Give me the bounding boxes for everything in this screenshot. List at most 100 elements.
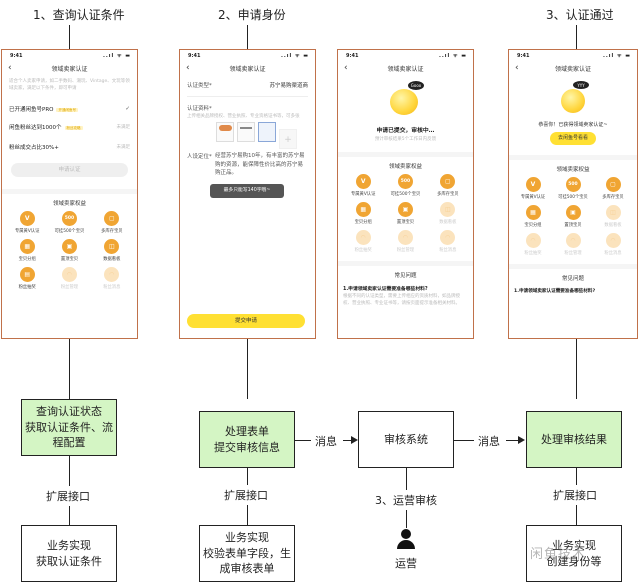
faq-question[interactable]: 1.申请领域卖家认证需要准备哪些材料?	[343, 287, 428, 292]
add-image-icon[interactable]: +	[279, 129, 297, 149]
perk-item[interactable]: ◠粉丝消息	[593, 233, 633, 256]
phone-screen-approved: 9:41..ıl ᯤ ▬ ‹ 领域卖家认证 YYY 恭喜你！已获得领域卖家认证~…	[508, 49, 638, 339]
faq-question[interactable]: 1.申请领域卖家认证需要准备哪些材料?	[514, 289, 596, 294]
perk-icon: ◫	[440, 202, 456, 217]
perk-item[interactable]: ▣置顶宝贝	[48, 238, 90, 262]
perk-item[interactable]: ◠粉丝抽奖	[342, 230, 384, 253]
condition-tag[interactable]: 粉丝攻略	[64, 125, 83, 130]
back-icon[interactable]: ‹	[515, 63, 519, 73]
perk-label: 粉丝管理	[564, 251, 582, 256]
impl-box-query: 业务实现获取认证条件	[21, 525, 117, 582]
cert-type-field[interactable]: 认证类型* 苏宁易购渠道商	[180, 77, 315, 93]
perk-item[interactable]: ◠粉丝管理	[553, 233, 593, 256]
perk-item[interactable]: ▦ 宝贝分组	[342, 202, 384, 225]
perk-item[interactable]: ▦宝贝分组	[6, 238, 48, 262]
ext-interface-label: 扩展接口	[553, 485, 597, 505]
perk-icon: ▦	[355, 202, 371, 217]
mascot-icon	[390, 89, 418, 115]
perk-item[interactable]: ▣置顶宝贝	[384, 202, 426, 225]
perk-item[interactable]: ◠粉丝抽奖	[513, 233, 553, 256]
perk-item[interactable]: ◠粉丝管理	[384, 230, 426, 253]
back-icon[interactable]: ‹	[186, 63, 190, 73]
perk-item[interactable]: ▢多库存宝贝	[427, 174, 469, 197]
perk-icon: 500	[397, 174, 413, 189]
perk-item[interactable]: ◫数据看板	[91, 238, 133, 262]
perk-item[interactable]: ◫数据看板	[427, 202, 469, 225]
perk-item[interactable]: ◠粉丝消息	[427, 230, 469, 253]
perk-icon: 500	[61, 210, 77, 226]
go-profile-button[interactable]: 去闲鱼号看看	[550, 132, 596, 145]
ext-interface-label: 扩展接口	[224, 485, 268, 505]
connector	[247, 339, 248, 399]
perk-item[interactable]: ▣置顶宝贝	[553, 205, 593, 228]
perk-label: 专属黄V认证	[14, 228, 40, 234]
condition-row: 粉丝成交占比30%+ 未满足	[9, 144, 130, 151]
back-icon[interactable]: ‹	[8, 63, 12, 73]
uploaded-image[interactable]	[258, 122, 276, 142]
step-title-2: 2、申请身份	[218, 8, 286, 22]
back-icon[interactable]: ‹	[344, 63, 348, 73]
cert-type-value[interactable]: 苏宁易购渠道商	[269, 83, 308, 89]
speech-bubble: Gooo	[408, 81, 424, 90]
perk-label: 粉丝抽奖	[18, 284, 36, 290]
perk-label: 专属黄V认证	[350, 192, 376, 197]
phone-screen-query: 9:41..ıl ᯤ ▬ ‹ 领域卖家认证 适合个人卖家申请，如二手数码、潮玩、…	[1, 49, 138, 339]
perk-label: 宝贝分组	[18, 256, 36, 262]
perk-icon: ▦	[525, 205, 541, 220]
perk-label: 可挂500个宝贝	[54, 228, 85, 234]
cert-type-label: 认证类型*	[187, 83, 212, 89]
message-label: 消息	[478, 431, 500, 451]
perks-title: 领域卖家权益	[52, 200, 86, 207]
ops-review-label: 3、运营审核	[375, 490, 437, 510]
position-field[interactable]: 人设定位* 经营苏宁易购10年，有丰富的苏宁易购的资源，能保障性价比高的苏宁易购…	[180, 146, 315, 178]
perk-item[interactable]: V 专属黄V认证	[342, 174, 384, 197]
perk-icon: ◠	[397, 230, 413, 245]
perk-icon: ◠	[355, 230, 371, 245]
divider	[187, 96, 308, 97]
step-title-1: 1、查询认证条件	[33, 8, 125, 22]
perk-label: 宝贝分组	[354, 220, 372, 225]
position-text[interactable]: 经营苏宁易购10年，有丰富的苏宁易购的资源，能保障性价比高的苏宁易购正品。	[215, 153, 305, 177]
signal-icon: ..ıl ᯤ ▬	[439, 53, 467, 59]
perk-item[interactable]: 500 可挂500个宝贝	[48, 210, 90, 234]
condition-tag[interactable]: 开通闲鱼号	[56, 107, 78, 112]
uploaded-image[interactable]	[216, 122, 234, 142]
perk-item[interactable]: ▤粉丝抽奖	[6, 266, 48, 290]
connector	[343, 440, 352, 441]
perk-icon: ◠	[440, 230, 456, 245]
phone-screen-reviewing: 9:41..ıl ᯤ ▬ ‹ 领域卖家认证 Gooo 申请已提交，审核中… 预计…	[337, 49, 474, 339]
ext-interface-label: 扩展接口	[46, 486, 90, 506]
process-form-box: 处理表单提交审核信息	[199, 411, 295, 468]
speech-bubble: YYY	[573, 81, 589, 89]
connector	[69, 339, 70, 399]
faq-title: 常见问题	[394, 273, 417, 279]
perk-item[interactable]: ◫数据看板	[593, 205, 633, 228]
perk-icon: ◫	[605, 205, 621, 220]
faq-answer: 根据不同的认证类型，需要上传相应的资质材料，如品牌授权、营业执照、专业证书等，请…	[343, 294, 460, 306]
arrow-right-icon	[351, 436, 358, 444]
phone-screen-apply: 9:41..ıl ᯤ ▬ ‹ 领域卖家认证 认证类型* 苏宁易购渠道商 认证资料…	[179, 49, 316, 339]
status-title: 申请已提交，审核中…	[376, 128, 435, 134]
perk-icon: ◫	[104, 238, 120, 254]
perk-item[interactable]: ◠粉丝管理	[48, 266, 90, 290]
perk-item[interactable]: ▢多库存宝贝	[593, 177, 633, 200]
submit-button[interactable]: 提交申请	[187, 314, 305, 328]
screen-title: 领域卖家认证	[229, 65, 266, 73]
query-status-box: 查询认证状态获取认证条件、流程配置	[21, 399, 117, 456]
perk-item[interactable]: ◠粉丝消息	[91, 266, 133, 290]
perk-item[interactable]: ▦宝贝分组	[513, 205, 553, 228]
divider	[2, 188, 137, 194]
perk-item[interactable]: ▢多库存宝贝	[91, 210, 133, 234]
status-time: 9:41	[188, 53, 201, 59]
perk-label: 多库存宝贝	[101, 228, 123, 234]
connector	[506, 440, 519, 441]
connector	[454, 440, 474, 441]
perk-icon: V	[355, 174, 371, 189]
apply-button[interactable]: 申请认证	[11, 162, 128, 177]
uploaded-image[interactable]	[237, 122, 255, 142]
